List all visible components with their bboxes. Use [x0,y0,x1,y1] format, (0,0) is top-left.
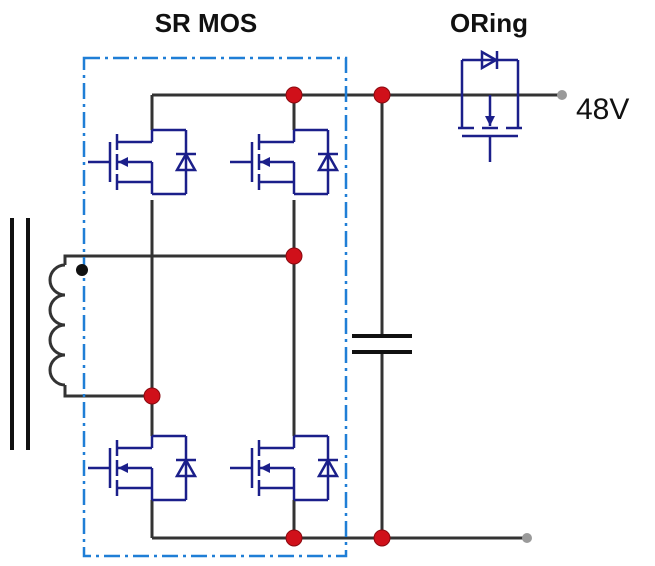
sr-mosfet-bottom-right [228,434,340,502]
wiring [63,93,560,540]
secondary-top-lead [63,254,294,265]
sr-mosfet-top-left [86,128,198,196]
oring-mosfet [458,49,522,162]
junction-bottom-right-mosfet [285,529,303,547]
sr-mosfets [86,128,340,502]
transformer-polarity-dot [76,264,88,276]
sr-mos-label: SR MOS [155,8,258,38]
secondary-winding [48,263,66,387]
sr-mosfet-bottom-left [86,434,198,502]
secondary-bottom-lead [63,385,152,398]
output-terminals [522,90,567,543]
junction-bottom-capacitor [373,529,391,547]
output-capacitor [352,334,412,354]
terminal-48v [557,90,567,100]
oring-diode [480,49,499,71]
junction-top-right-mosfet [285,86,303,104]
sr-mosfet-top-right [228,128,340,196]
output-voltage-label: 48V [576,93,629,126]
transformer [10,218,66,450]
junction-secondary-top [285,247,303,265]
oring-label: ORing [450,8,528,38]
sr-mos-boundary [82,56,348,558]
junction-secondary-bottom [143,387,161,405]
junction-dots [143,86,391,547]
terminal-return [522,533,532,543]
junction-top-capacitor [373,86,391,104]
